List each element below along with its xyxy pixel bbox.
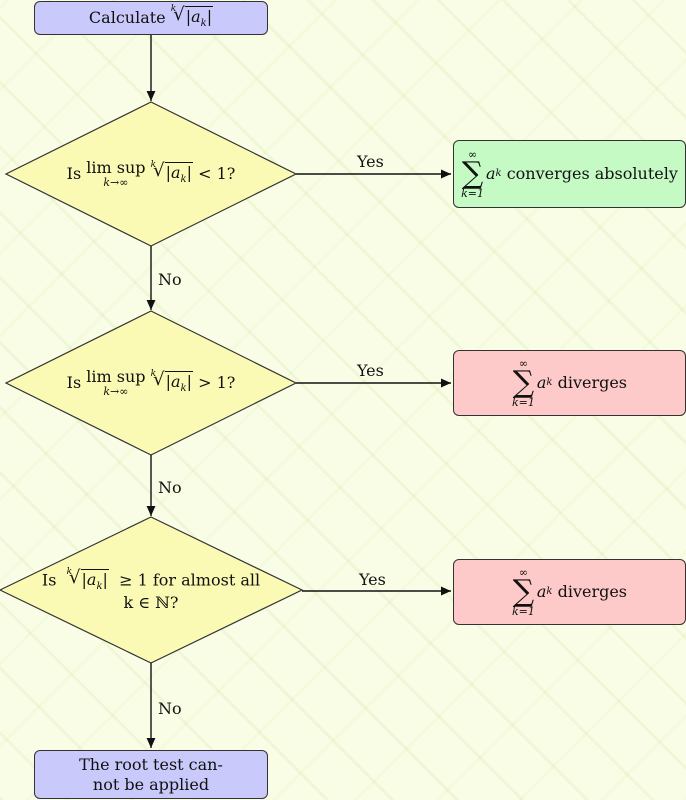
result-diverges-text: diverges: [557, 582, 628, 601]
edge-label-yes-3: Yes: [359, 570, 386, 589]
summation-symbol: ∞∑k=1: [511, 356, 535, 410]
edge-label-no-1: No: [158, 270, 182, 289]
start-process-box: Calculate k√|ak|: [34, 1, 268, 35]
decision3-line1: Is k√|ak| ≥ 1 for almost all: [41, 566, 261, 592]
edge-label-yes-2: Yes: [357, 361, 384, 380]
summation-symbol: ∞∑k=1: [511, 565, 535, 619]
kth-root-expression: k√|ak|: [170, 3, 214, 29]
edge-label-yes-1: Yes: [357, 152, 384, 171]
kth-root-expression: k√|ak|: [150, 159, 193, 186]
end-line1: The root test can-: [79, 754, 223, 774]
kth-root-expression: k√|ak|: [150, 368, 193, 395]
edge-label-no-2: No: [158, 478, 182, 497]
summation-symbol: ∞∑k=1: [461, 147, 484, 201]
kth-root-expression: k√|ak|: [66, 566, 109, 592]
end-line2: not be applied: [92, 774, 210, 794]
edge-label-no-3: No: [158, 699, 182, 718]
result-converges-text: converges absolutely: [506, 164, 678, 183]
result-diverges-text: diverges: [557, 373, 628, 392]
decision3-label: Is k√|ak| ≥ 1 for almost all k ∈ ℕ?: [30, 566, 272, 616]
end-process-box: The root test can- not be applied: [34, 750, 268, 799]
decision3-line2: k ∈ ℕ?: [123, 592, 179, 612]
start-text: Calculate: [88, 8, 166, 27]
